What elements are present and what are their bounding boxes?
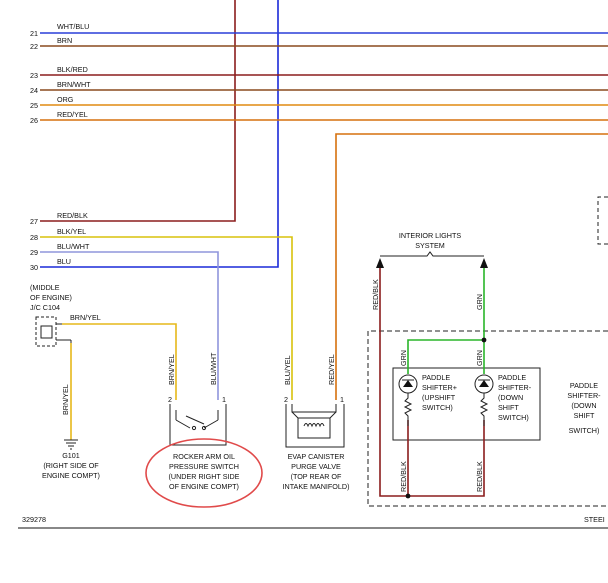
wire-blk-yel	[40, 236, 293, 400]
footer-code: 329278	[22, 515, 46, 524]
wire-num-24: 24	[30, 86, 38, 95]
wire-label-26: RED/YEL	[57, 110, 88, 119]
rocker-pin-2: 2	[168, 395, 172, 404]
footer-right: STEEI	[584, 515, 605, 524]
paddle-region-dashed	[367, 330, 608, 507]
evap-pin-2: 2	[284, 395, 288, 404]
connector-label-line3: J/C C104	[30, 303, 60, 312]
wire-tag-red-yel-evap: RED/YEL	[327, 354, 336, 385]
highlight-oval	[145, 438, 263, 508]
wire-number-list: 21 22 23 24 25 26 27 28 29 30	[30, 29, 38, 272]
paddle-downshift-symbol	[474, 374, 494, 426]
wire-tag-brn-yel-left: BRN/YEL	[61, 384, 70, 415]
wire-red-yel-branch	[335, 133, 608, 400]
wire-tag-grn-right: GRN	[475, 350, 484, 366]
wire-label-30: BLU	[57, 257, 71, 266]
wire-num-26: 26	[30, 116, 38, 125]
wire-label-21: WHT/BLU	[57, 22, 89, 31]
wire-num-30: 30	[30, 263, 38, 272]
paddle-partial-line3: (DOWN	[571, 401, 596, 410]
paddle-down-line2: SHIFTER-	[498, 383, 532, 392]
wire-grn	[407, 268, 485, 374]
ground-symbol	[64, 439, 78, 450]
right-partial-box	[597, 196, 608, 245]
evap-pin-1: 1	[340, 395, 344, 404]
paddle-down-line5: SWITCH)	[498, 413, 529, 422]
wire-tag-grn-left: GRN	[399, 350, 408, 366]
rocker-label-line2: PRESSURE SWITCH	[169, 462, 239, 471]
paddle-partial-line1: PADDLE	[570, 381, 598, 390]
interior-lights-bracket	[380, 251, 484, 257]
wire-label-28: BLK/YEL	[57, 227, 86, 236]
wire-tag-brn-yel-switch: BRN/YEL	[167, 354, 176, 385]
wire-blu-feed	[40, 0, 279, 268]
ground-label-line3: ENGINE COMPT)	[42, 471, 100, 480]
paddle-up-line4: SWITCH)	[422, 403, 453, 412]
rocker-switch-body	[169, 404, 227, 446]
rocker-pin-1: 1	[222, 395, 226, 404]
wire-blu-wht	[40, 251, 219, 400]
wire-label-23: BLK/RED	[57, 65, 88, 74]
connector-label-line2: OF ENGINE)	[30, 293, 72, 302]
paddle-switch-box	[392, 367, 541, 441]
wire-num-23: 23	[30, 71, 38, 80]
evap-label-line2: PURGE VALVE	[291, 462, 341, 471]
paddle-upshift-symbol	[398, 374, 418, 426]
ground-label-line1: G101	[62, 451, 80, 460]
wire-red-blk-left	[379, 268, 485, 497]
paddle-partial-line2: SHIFTER-	[567, 391, 601, 400]
wire-tag-red-blk-bottom-right: RED/BLK	[475, 461, 484, 492]
rocker-label-line4: OF ENGINE COMPT)	[169, 482, 239, 491]
connector-c104	[35, 316, 72, 347]
connector-label-line1: (MIDDLE	[30, 283, 60, 292]
wire-num-25: 25	[30, 101, 38, 110]
rocker-label-line3: (UNDER RIGHT SIDE	[169, 472, 240, 481]
paddle-up-line3: (UPSHIFT	[422, 393, 456, 402]
wire-num-29: 29	[30, 248, 38, 257]
wire-num-21: 21	[30, 29, 38, 38]
wire-label-25: ORG	[57, 95, 74, 104]
wire-tag-brn-yel-top: BRN/YEL	[70, 313, 101, 322]
evap-label-line4: INTAKE MANIFOLD)	[283, 482, 350, 491]
wire-tag-red-blk-left: RED/BLK	[371, 279, 380, 310]
wire-tag-blu-yel-evap: BLU/YEL	[283, 355, 292, 385]
evap-valve-body	[285, 404, 345, 448]
rocker-label-line1: ROCKER ARM OIL	[173, 452, 235, 461]
wire-num-27: 27	[30, 217, 38, 226]
splice-top	[481, 337, 487, 343]
splice-bottom	[405, 493, 411, 499]
interior-lights-line2: SYSTEM	[415, 241, 445, 250]
wire-label-24: BRN/WHT	[57, 80, 91, 89]
paddle-partial-line5: SWITCH)	[569, 426, 600, 435]
evap-label-line3: (TOP REAR OF	[291, 472, 342, 481]
wire-color-labels: WHT/BLU BRN BLK/RED BRN/WHT ORG RED/YEL …	[57, 22, 91, 266]
paddle-up-line1: PADDLE	[422, 373, 450, 382]
wire-num-28: 28	[30, 233, 38, 242]
wire-num-22: 22	[30, 42, 38, 51]
wire-tag-blu-wht-switch: BLU/WHT	[209, 352, 218, 385]
arrow-right	[480, 258, 488, 268]
paddle-down-line3: (DOWN	[498, 393, 523, 402]
interior-lights-line1: INTERIOR LIGHTS	[399, 231, 462, 240]
wire-label-29: BLU/WHT	[57, 242, 90, 251]
evap-label-line1: EVAP CANISTER	[288, 452, 345, 461]
ground-label-line2: (RIGHT SIDE OF	[43, 461, 99, 470]
wire-label-27: RED/BLK	[57, 211, 88, 220]
wire-tag-red-blk-bottom-left: RED/BLK	[399, 461, 408, 492]
paddle-down-line1: PADDLE	[498, 373, 526, 382]
wire-tag-grn-top: GRN	[475, 294, 484, 310]
paddle-down-line4: SHIFT	[498, 403, 519, 412]
wire-label-22: BRN	[57, 36, 72, 45]
wire-brn-yel-switch	[62, 323, 177, 400]
arrow-left	[376, 258, 384, 268]
paddle-partial-line4: SHIFT	[574, 411, 595, 420]
paddle-up-line2: SHIFTER+	[422, 383, 457, 392]
wire-blk-red-feed	[40, 0, 236, 222]
